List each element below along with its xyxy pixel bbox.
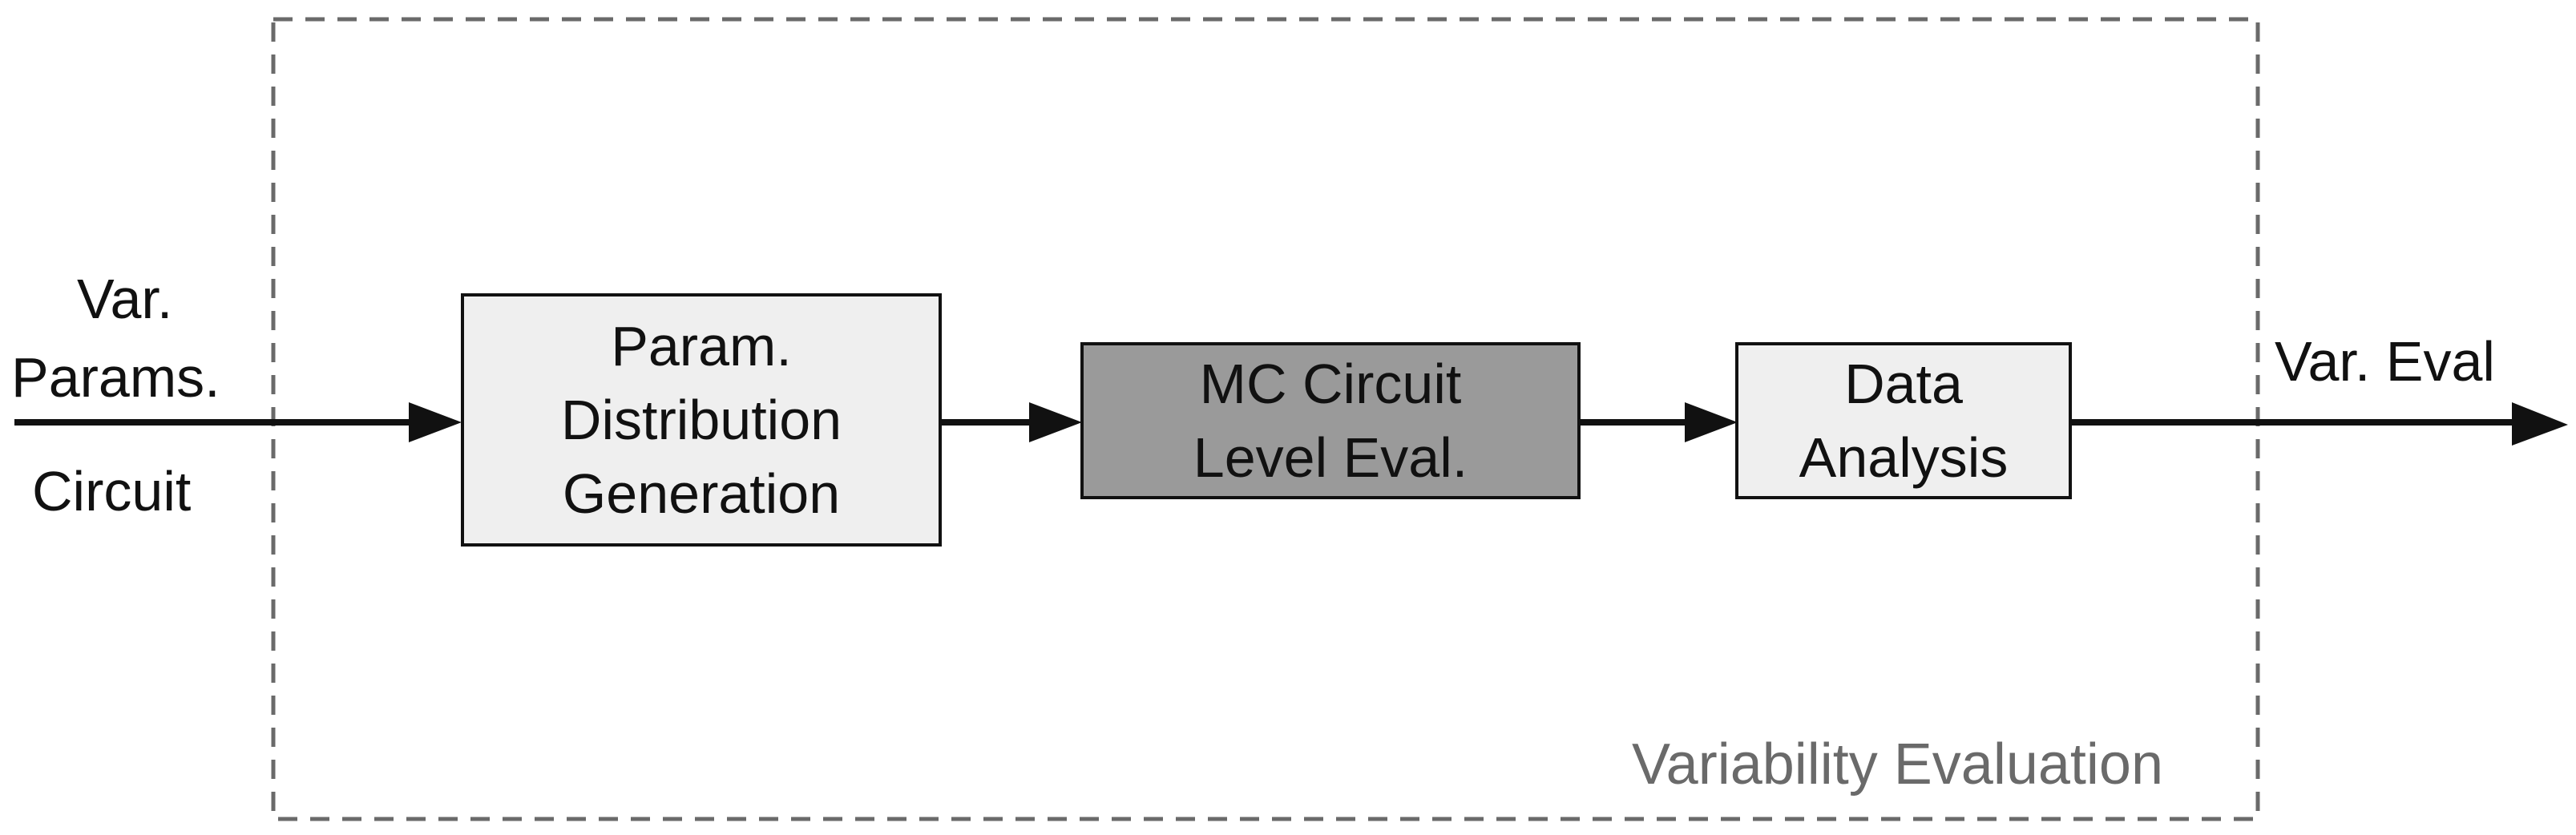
box-text-line: Level Eval.: [1193, 426, 1468, 489]
mc-circuit-level-eval-box: MC Circuit Level Eval.: [1080, 342, 1581, 499]
input-params-label-line2: Params.: [11, 346, 220, 409]
box-text-line: Generation: [562, 462, 841, 525]
group-label: Variability Evaluation: [1632, 732, 2164, 797]
input-params-label-line1: Var.: [77, 268, 173, 330]
input-arrow: [14, 402, 462, 442]
param-distribution-generation-box: Param. Distribution Generation: [461, 293, 942, 547]
box-text-line: MC Circuit: [1199, 353, 1462, 415]
input-circuit-label: Circuit: [32, 460, 192, 522]
box-text-line: Data: [1844, 353, 1963, 415]
arrow-mc-to-analysis: [1579, 402, 1738, 442]
output-label: Var. Eval: [2275, 330, 2495, 393]
box-text-line: Distribution: [560, 389, 842, 451]
output-arrow: [2071, 402, 2568, 446]
box-text-line: Analysis: [1799, 426, 2009, 489]
data-analysis-box: Data Analysis: [1735, 342, 2072, 499]
box-text-line: Param.: [611, 315, 792, 377]
arrow-distribution-to-mc: [939, 402, 1082, 442]
